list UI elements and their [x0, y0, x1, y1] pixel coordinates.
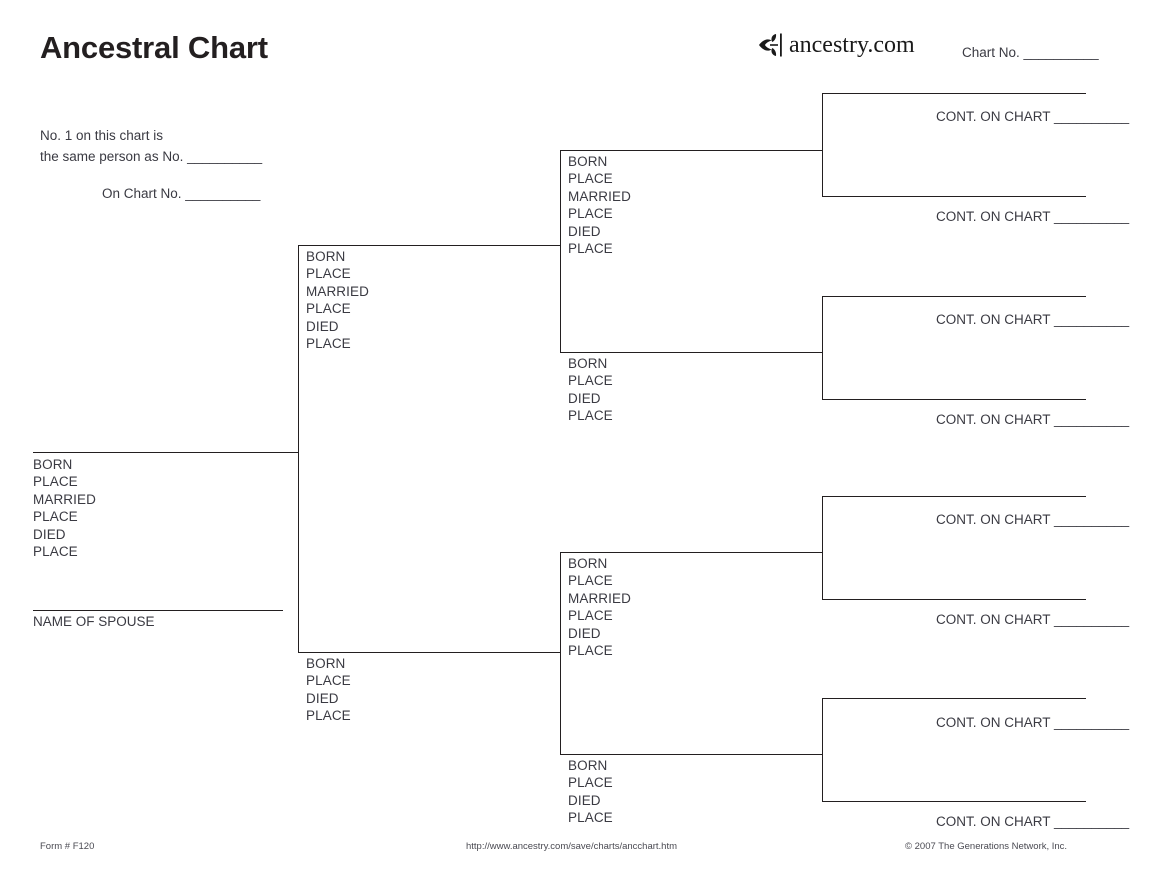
person1-spouse-line[interactable]: [33, 610, 283, 611]
footer-form-number: Form # F120: [40, 841, 95, 852]
gen3-person4-field-died: DIED: [568, 223, 601, 239]
gen3-person7-field-born: BORN: [568, 758, 608, 773]
gen4-bracket-3: [822, 496, 823, 599]
gen3-person7-field-place1: PLACE: [568, 775, 613, 791]
gen4-person14-name-line[interactable]: [822, 698, 1086, 699]
connector-gen2-gen3-lower: [543, 652, 561, 653]
ancestry-logo-text: ancestry.com: [789, 32, 915, 58]
connector-gen3-gen4-2: [805, 352, 823, 353]
person1-field-married: MARRIED: [33, 491, 96, 507]
gen3-person5-field-place1: PLACE: [568, 373, 613, 389]
note-line-1: No. 1 on this chart is: [40, 128, 164, 143]
gen3-person5-field-born: BORN: [568, 356, 608, 371]
connector-gen3-gen4-4: [805, 754, 823, 755]
gen3-person4-field-place2: PLACE: [568, 206, 613, 222]
gen4-bracket-1: [822, 93, 823, 196]
gen4-person13-name-line[interactable]: [822, 599, 1086, 600]
gen3-person4-field-place3: PLACE: [568, 241, 613, 257]
gen4-person9-name-line[interactable]: [822, 196, 1086, 197]
connector-gen3-gen4-1: [805, 150, 823, 151]
gen3-person5-fields: BORN PLACE DIED PLACE: [568, 355, 613, 425]
gen3-person6-field-place3: PLACE: [568, 643, 613, 659]
on-chart-no-field[interactable]: On Chart No. __________: [102, 186, 261, 202]
gen2-person3-field-died: DIED: [306, 690, 339, 706]
gen3-person7-field-died: DIED: [568, 792, 601, 808]
gen4-person10-cont-on-chart[interactable]: CONT. ON CHART __________: [936, 312, 1130, 327]
ancestry-logo: ancestry.com: [757, 30, 915, 60]
gen2-bracket: [298, 245, 299, 652]
name-of-spouse-label: NAME OF SPOUSE: [33, 614, 155, 629]
gen2-person3-field-born: BORN: [306, 656, 346, 671]
gen3-person5-field-place2: PLACE: [568, 408, 613, 424]
gen2-person3-fields: BORN PLACE DIED PLACE: [306, 655, 351, 725]
gen4-person13-cont-on-chart[interactable]: CONT. ON CHART __________: [936, 612, 1130, 627]
gen2-person2-field-place1: PLACE: [306, 266, 351, 282]
gen4-person10-name-line[interactable]: [822, 296, 1086, 297]
person1-field-place3: PLACE: [33, 544, 78, 560]
gen2-person2-field-born: BORN: [306, 249, 346, 264]
gen3-person4-field-place1: PLACE: [568, 171, 613, 187]
gen3-person4-field-born: BORN: [568, 154, 608, 169]
gen4-bracket-2: [822, 296, 823, 399]
connector-gen3-gen4-3: [805, 552, 823, 553]
person1-field-died: DIED: [33, 526, 66, 542]
chart-no-field[interactable]: Chart No. __________: [962, 45, 1099, 60]
gen3-person6-field-place1: PLACE: [568, 573, 613, 589]
gen3-person7-field-place2: PLACE: [568, 810, 613, 826]
gen2-person2-field-place3: PLACE: [306, 336, 351, 352]
gen4-person11-name-line[interactable]: [822, 399, 1086, 400]
gen3-person5-name-line[interactable]: [560, 352, 820, 353]
gen4-person15-name-line[interactable]: [822, 801, 1086, 802]
gen3-person6-field-died: DIED: [568, 625, 601, 641]
gen4-person8-cont-on-chart[interactable]: CONT. ON CHART __________: [936, 109, 1130, 124]
gen3-person4-field-married: MARRIED: [568, 188, 631, 204]
gen3-person6-fields: BORN PLACE MARRIED PLACE DIED PLACE: [568, 555, 631, 659]
ancestry-leaf-icon: [759, 33, 782, 57]
gen3-bracket-lower: [560, 552, 561, 754]
gen3-person4-name-line[interactable]: [560, 150, 820, 151]
connector-gen2-gen3-upper: [543, 245, 561, 246]
gen3-person7-fields: BORN PLACE DIED PLACE: [568, 757, 613, 827]
person1-field-place2: PLACE: [33, 509, 78, 525]
gen2-person2-name-line[interactable]: [298, 245, 553, 246]
gen2-person3-field-place2: PLACE: [306, 708, 351, 724]
gen4-person8-name-line[interactable]: [822, 93, 1086, 94]
gen2-person2-field-place2: PLACE: [306, 301, 351, 317]
gen3-person5-field-died: DIED: [568, 390, 601, 406]
gen3-person7-name-line[interactable]: [560, 754, 820, 755]
connector-gen1-gen2: [283, 452, 299, 453]
gen4-person11-cont-on-chart[interactable]: CONT. ON CHART __________: [936, 412, 1130, 427]
gen2-person2-field-died: DIED: [306, 318, 339, 334]
person1-field-born: BORN: [33, 457, 73, 472]
gen4-bracket-4: [822, 698, 823, 801]
gen3-person6-field-married: MARRIED: [568, 590, 631, 606]
person1-name-line[interactable]: [33, 452, 283, 453]
gen2-person3-field-place1: PLACE: [306, 673, 351, 689]
person1-field-place1: PLACE: [33, 474, 78, 490]
gen2-person2-field-married: MARRIED: [306, 283, 369, 299]
gen4-person9-cont-on-chart[interactable]: CONT. ON CHART __________: [936, 209, 1130, 224]
footer-url[interactable]: http://www.ancestry.com/save/charts/ancc…: [466, 841, 678, 852]
gen3-person6-name-line[interactable]: [560, 552, 820, 553]
gen3-person6-field-place2: PLACE: [568, 608, 613, 624]
gen4-person12-cont-on-chart[interactable]: CONT. ON CHART __________: [936, 512, 1130, 527]
gen3-bracket-upper: [560, 150, 561, 352]
gen4-person12-name-line[interactable]: [822, 496, 1086, 497]
gen4-person14-cont-on-chart[interactable]: CONT. ON CHART __________: [936, 715, 1130, 730]
gen2-person3-name-line[interactable]: [298, 652, 553, 653]
gen2-person2-fields: BORN PLACE MARRIED PLACE DIED PLACE: [306, 248, 369, 352]
gen4-person15-cont-on-chart[interactable]: CONT. ON CHART __________: [936, 814, 1130, 829]
page-title: Ancestral Chart: [40, 30, 268, 65]
gen3-person6-field-born: BORN: [568, 556, 608, 571]
chart-cross-reference-note: No. 1 on this chart is the same person a…: [40, 126, 262, 205]
same-person-as-field[interactable]: the same person as No. __________: [40, 148, 263, 164]
gen3-person4-fields: BORN PLACE MARRIED PLACE DIED PLACE: [568, 153, 631, 257]
footer-copyright: © 2007 The Generations Network, Inc.: [905, 841, 1068, 852]
person1-fields: BORN PLACE MARRIED PLACE DIED PLACE: [33, 456, 96, 560]
